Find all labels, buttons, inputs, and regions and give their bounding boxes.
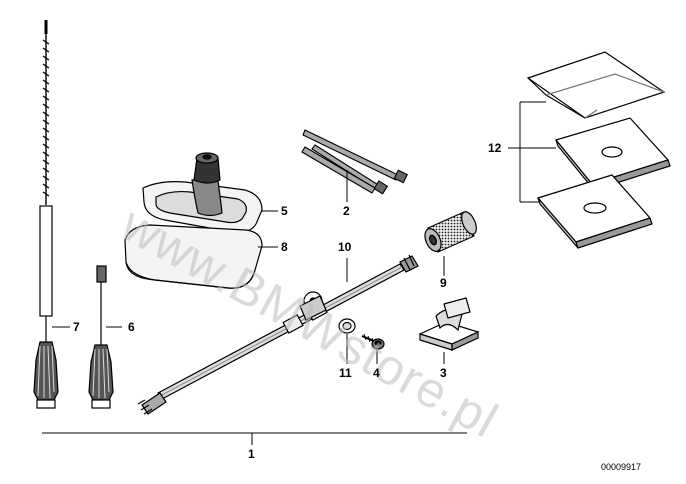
label-1: 1	[248, 447, 255, 461]
antenna-boot-part	[142, 152, 263, 233]
washer-part	[338, 318, 356, 334]
antenna-whip-part	[33, 20, 59, 409]
label-12: 12	[488, 141, 502, 155]
adhesive-pads-part	[526, 51, 671, 249]
reference-number: 00009917	[601, 462, 642, 472]
bracket-12	[508, 101, 556, 203]
label-8: 8	[281, 240, 288, 254]
clip-part	[418, 297, 480, 351]
label-7: 7	[73, 320, 80, 334]
label-2: 2	[343, 204, 350, 218]
label-4: 4	[373, 366, 380, 380]
cable-ties-part	[301, 129, 408, 195]
pad-part	[124, 224, 263, 289]
label-6: 6	[128, 320, 135, 334]
screw-part	[361, 333, 385, 350]
antenna-cable-part	[137, 254, 419, 415]
antenna-short-part	[88, 265, 114, 409]
label-5: 5	[281, 204, 288, 218]
label-10: 10	[338, 240, 352, 254]
label-11: 11	[339, 366, 352, 380]
connector-part	[424, 211, 477, 253]
label-9: 9	[440, 276, 447, 290]
label-3: 3	[440, 366, 447, 380]
